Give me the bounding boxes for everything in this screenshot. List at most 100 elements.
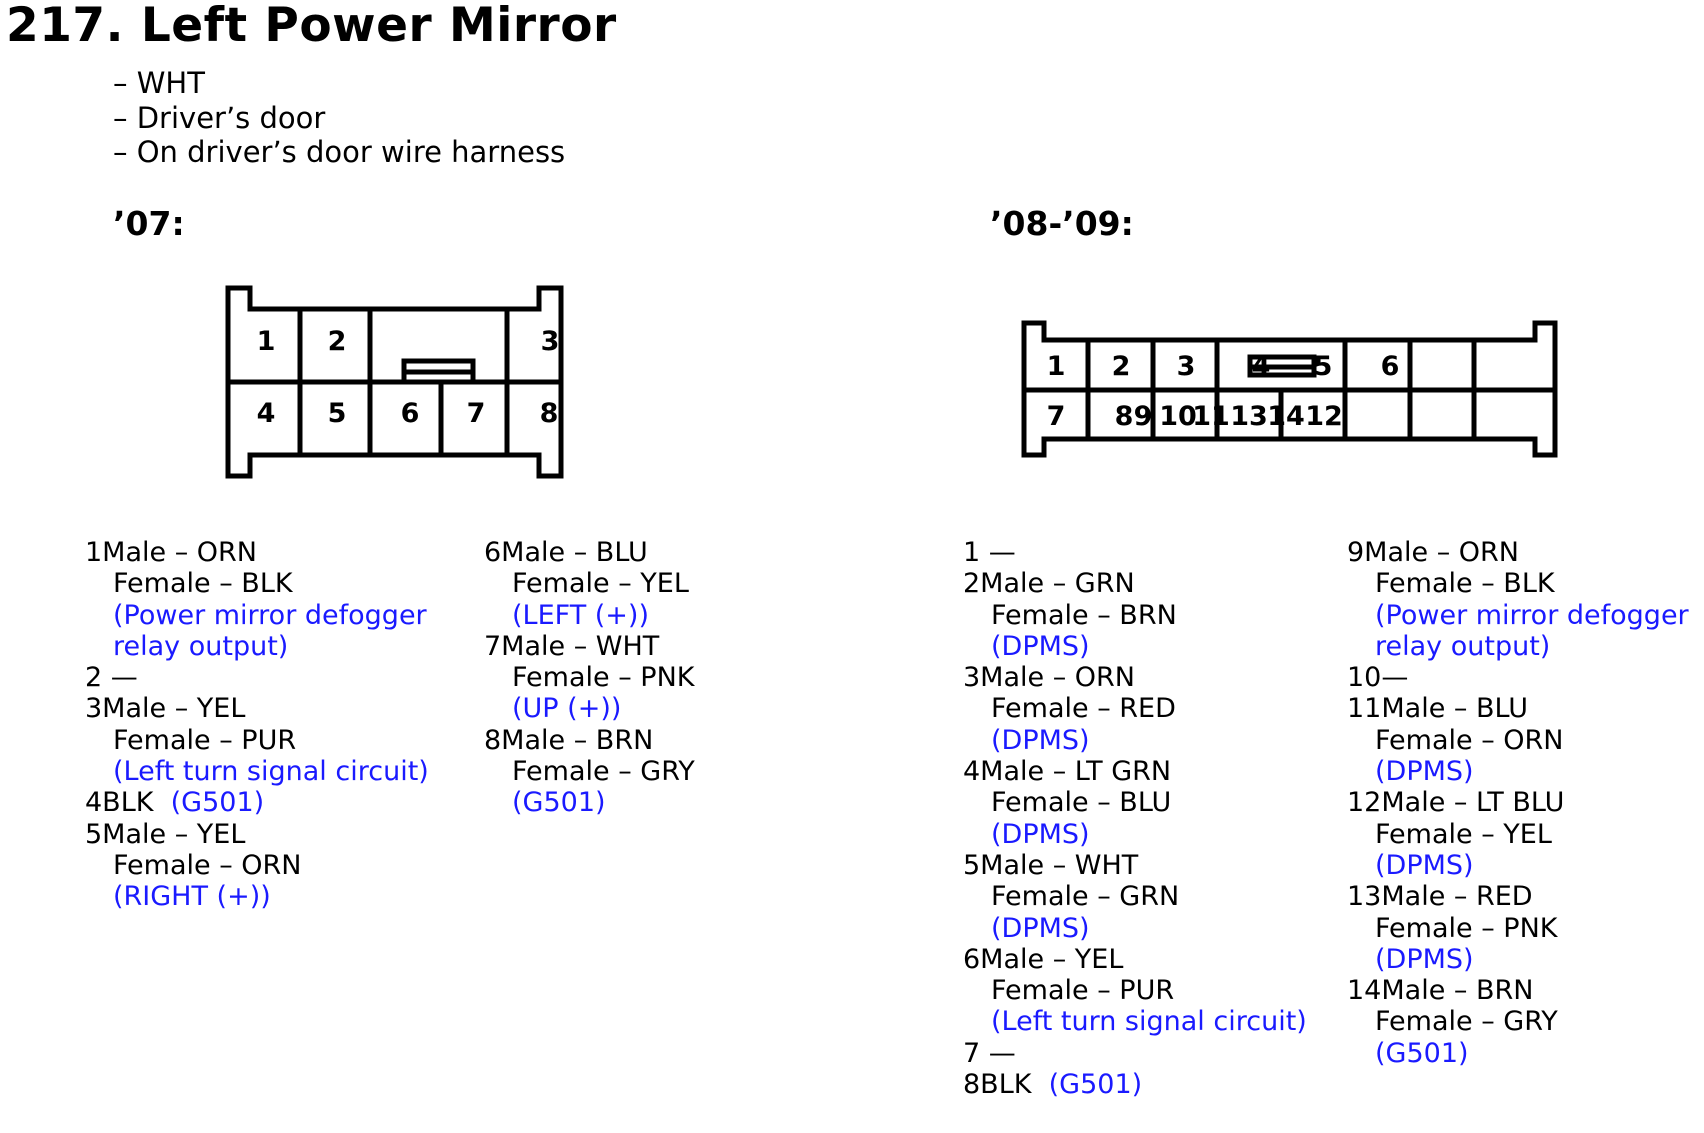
pin-circuit-note: (DPMS) — [991, 724, 1090, 756]
pin-circuit-note: relay output) — [1375, 630, 1551, 662]
pin-wire: 2 — — [85, 662, 138, 694]
pin-wire: 4BLK — [85, 787, 154, 819]
pin-label: 14 — [1267, 401, 1305, 432]
pin-female-wire: Female – YEL — [512, 568, 689, 600]
pin-female-wire: Female – BLU — [991, 787, 1172, 819]
pin-female-wire: Female – PNK — [1375, 912, 1558, 944]
pin-female-wire: Female – PUR — [991, 975, 1175, 1007]
pin-wire: 8Male – BRN — [484, 724, 654, 756]
pin-circuit-note: (DPMS) — [1375, 756, 1474, 788]
pin-wire: 12Male – LT BLU — [1347, 787, 1565, 819]
connector-outline — [225, 285, 564, 479]
pin-circuit-note: (G501) — [1375, 1037, 1469, 1069]
pin-label: 11 — [1192, 401, 1230, 432]
pin-main-line: 2 — — [85, 662, 429, 693]
pin-entry: 8BLK (G501) — [963, 1069, 1307, 1100]
pin-wire: 4Male – LT GRN — [963, 756, 1172, 788]
pin-circuit-note: (LEFT (+)) — [512, 599, 649, 631]
pin-circuit-note: (DPMS) — [1375, 943, 1474, 975]
pin-main-line: 14Male – BRN — [1347, 975, 1689, 1006]
pin-wire: 7 — — [963, 1037, 1016, 1069]
pin-circuit-note: (DPMS) — [991, 912, 1090, 944]
pin-label: 1 — [1047, 351, 1066, 382]
pin-circuit-note: (DPMS) — [991, 818, 1090, 850]
pin-circuit-note: (DPMS) — [991, 630, 1090, 662]
pin-main-line: 1 — — [963, 537, 1307, 568]
pin-female-wire: Female – PNK — [512, 662, 695, 694]
pin-female-wire: Female – PUR — [113, 724, 297, 756]
pin-wire: 7Male – WHT — [484, 630, 660, 662]
pin-wire: 6Male – BLU — [484, 537, 648, 568]
pin-wire: 1 — — [963, 537, 1016, 568]
connector-diagram-2007: 1 2 3 4 5 6 7 8 — [225, 285, 564, 479]
pin-entry: 7 — — [963, 1038, 1307, 1069]
pin-female-wire: Female – BLK — [1375, 568, 1555, 600]
variant-label-2008: ’08-’09: — [990, 204, 1134, 243]
pin-label: 7 — [467, 398, 486, 429]
pin-circuit-note: (RIGHT (+)) — [113, 881, 271, 913]
page-title: 217. Left Power Mirror — [6, 0, 617, 53]
info-color: – WHT — [113, 66, 205, 100]
connector-info: – WHT – Driver’s door – On driver’s door… — [113, 66, 565, 170]
variant-label-2007: ’07: — [113, 204, 185, 243]
pin-label: 2 — [1112, 351, 1131, 382]
pin-female-wire: Female – ORN — [113, 849, 302, 881]
pin-female-wire: Female – BLK — [113, 568, 293, 600]
pin-label: 9 — [1134, 401, 1153, 432]
pin-main-line: 6Male – BLU — [484, 537, 695, 568]
pin-label: 8 — [1115, 401, 1134, 432]
pin-label: 3 — [541, 326, 560, 357]
pin-label: 13 — [1230, 401, 1268, 432]
pin-main-line: 3Male – YEL — [85, 693, 429, 724]
connector-diagram-2008: 1 2 3 4 5 6 7 8 9 10 11 13 14 12 — [1021, 320, 1558, 458]
pin-label: 10 — [1159, 401, 1197, 432]
pin-female-wire: Female – YEL — [1375, 818, 1552, 850]
pin-circuit-note: (Left turn signal circuit) — [113, 756, 429, 788]
pin-entry: 2 — — [85, 662, 429, 693]
pin-female-wire: Female – ORN — [1375, 724, 1564, 756]
pin-main-line: 7 — — [963, 1038, 1307, 1069]
pin-circuit-note: (Left turn signal circuit) — [991, 1006, 1307, 1038]
pin-wire: 5Male – WHT — [963, 849, 1139, 881]
pin-wire: 5Male – YEL — [85, 818, 246, 850]
pin-label: 3 — [1177, 351, 1196, 382]
pin-main-line: 2Male – GRN — [963, 568, 1307, 599]
pin-wire: 13Male – RED — [1347, 881, 1533, 913]
pin-circuit-note: (G501) — [1048, 1069, 1143, 1101]
pin-main-line: 4Male – LT GRN — [963, 756, 1307, 787]
pin-female-wire: Female – GRY — [1375, 1006, 1558, 1038]
pin-main-line: 1Male – ORN — [85, 537, 429, 568]
pin-label: 6 — [1381, 351, 1400, 382]
pin-entry: 1 — — [963, 537, 1307, 568]
pin-label: 8 — [540, 398, 559, 429]
pin-wire: 2Male – GRN — [963, 568, 1135, 600]
pin-main-line: 4BLK (G501) — [85, 787, 429, 818]
pin-main-line: 7Male – WHT — [484, 631, 695, 662]
pin-wire: 3Male – ORN — [963, 662, 1136, 694]
pin-female-wire: Female – GRY — [512, 756, 695, 788]
pin-label: 1 — [257, 326, 276, 357]
pin-main-line: 11Male – BLU — [1347, 693, 1689, 724]
pin-entry: 10— — [1347, 662, 1689, 693]
pin-wire: 14Male – BRN — [1347, 975, 1534, 1007]
pin-circuit-note: (G501) — [512, 787, 606, 819]
pin-label: 4 — [257, 398, 276, 429]
pin-circuit-note: (Power mirror defogger — [113, 599, 427, 631]
pin-wire: 3Male – YEL — [85, 693, 246, 725]
pin-circuit-note: (G501) — [170, 787, 265, 819]
pin-main-line: 9Male – ORN — [1347, 537, 1689, 568]
info-harness: – On driver’s door wire harness — [113, 135, 566, 169]
